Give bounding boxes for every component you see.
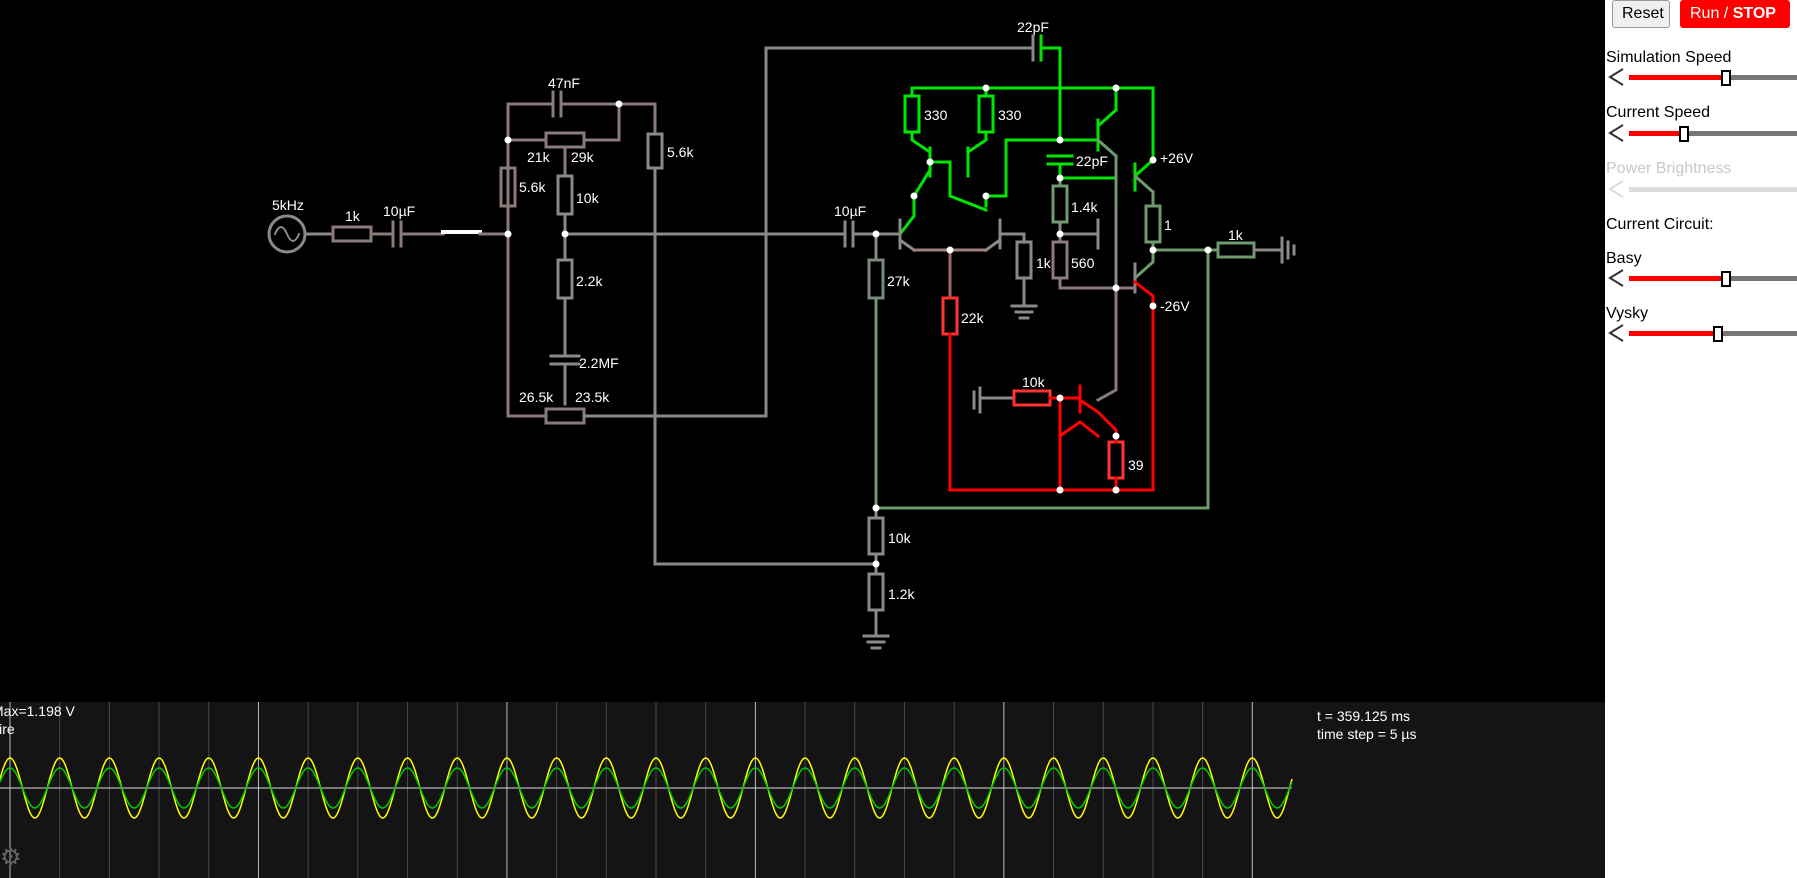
scope-plot — [0, 702, 1293, 878]
slider-thumb[interactable] — [1721, 271, 1732, 287]
label-c-22mf: 2.2MF — [579, 355, 619, 371]
label-vpos: +26V — [1160, 150, 1194, 166]
scope-time: t = 359.125 ms — [1317, 708, 1411, 724]
gear-icon[interactable]: ⚙ — [0, 844, 22, 871]
label-r-56k-right: 5.6k — [667, 144, 694, 160]
resistor-560[interactable] — [1051, 240, 1069, 280]
label-r-10k-mid: 10k — [576, 190, 600, 206]
basy-slider[interactable] — [1605, 268, 1797, 288]
label-c-10uf-mid: 10µF — [834, 203, 866, 219]
chevron-left-icon[interactable] — [1607, 268, 1625, 288]
resistor-1[interactable] — [1144, 204, 1162, 244]
scope-time-step: time step = 5 µs — [1317, 726, 1417, 742]
resistor-1k-gnd[interactable] — [1015, 240, 1033, 280]
power-brightness-label: Power Brightness — [1606, 160, 1732, 177]
resistor-1k4[interactable] — [1051, 184, 1069, 224]
label-source-freq: 5kHz — [272, 197, 304, 213]
chevron-left-icon[interactable] — [1607, 123, 1625, 143]
label-r-39: 39 — [1128, 457, 1144, 473]
label-vneg: -26V — [1160, 298, 1190, 314]
label-r-22k: 22k — [961, 310, 985, 326]
resistor-39[interactable] — [1107, 440, 1125, 480]
sim-speed-slider[interactable] — [1605, 67, 1797, 87]
scope-trace — [0, 767, 1293, 809]
pot-21k-29k[interactable] — [544, 131, 586, 149]
label-c-22pf-mid: 22pF — [1076, 153, 1108, 169]
label-pot-top-a: 21k — [527, 149, 551, 165]
label-r-22k-mid: 2.2k — [576, 273, 603, 289]
label-pot-bot-b: 23.5k — [575, 389, 610, 405]
resistor-10k-fb[interactable] — [867, 516, 885, 556]
resistor-1k-in[interactable] — [331, 225, 373, 243]
run-stop-button[interactable]: Run / STOP — [1680, 0, 1790, 28]
scope-trace — [0, 757, 1293, 819]
label-c-in: 10µF — [383, 203, 415, 219]
stop-label: STOP — [1732, 5, 1776, 22]
label-r-330-b: 330 — [998, 107, 1022, 123]
label-r-330-a: 330 — [924, 107, 948, 123]
resistor-10k-bias[interactable] — [1012, 389, 1052, 407]
resistor-330-a[interactable] — [903, 94, 921, 134]
label-pot-top-b: 29k — [571, 149, 595, 165]
resistor-10k-mid[interactable] — [556, 174, 574, 216]
label-r-1k-out: 1k — [1228, 227, 1244, 243]
input-source[interactable] — [267, 214, 307, 254]
basy-label: Basy — [1606, 250, 1642, 267]
oscilloscope-panel[interactable]: Max=1.198 V wire t = 359.125 ms time ste… — [0, 702, 1605, 878]
label-r-12k-fb: 1.2k — [888, 586, 915, 602]
chevron-left-icon — [1608, 180, 1624, 198]
reset-button[interactable]: Reset — [1612, 0, 1670, 28]
run-label: Run / — [1690, 5, 1733, 22]
label-r-10k-bias: 10k — [1022, 374, 1046, 390]
resistor-27k[interactable] — [867, 258, 885, 300]
sidebar: Reset Run / STOP Simulation Speed Curren… — [1605, 0, 1797, 878]
current-speed-slider[interactable] — [1605, 123, 1797, 143]
power-brightness-slider — [1605, 179, 1797, 199]
label-r-10k-fb: 10k — [888, 530, 912, 546]
chevron-left-icon[interactable] — [1607, 67, 1625, 87]
scope-max-label: Max=1.198 V — [0, 703, 75, 719]
resistor-1k-out[interactable] — [1216, 241, 1256, 259]
label-c-22pf-top: 22pF — [1017, 19, 1049, 35]
chevron-left-icon[interactable] — [1607, 323, 1625, 343]
label-c-47n: 47nF — [548, 75, 580, 91]
vysky-slider[interactable] — [1605, 323, 1797, 343]
slider-thumb[interactable] — [1721, 70, 1732, 86]
circuit-canvas[interactable]: 5kHz 1k 10µF 47nF 5.6k 5.6k 21k 29k 10k … — [0, 0, 1605, 702]
label-r-14k: 1.4k — [1071, 199, 1098, 215]
scope-wire-label: wire — [0, 721, 15, 737]
label-r-1: 1 — [1164, 217, 1172, 233]
resistor-5k6-right[interactable] — [646, 132, 664, 170]
slider-thumb[interactable] — [1679, 126, 1690, 142]
sim-speed-label: Simulation Speed — [1606, 49, 1732, 66]
resistor-2k2[interactable] — [556, 258, 574, 300]
resistor-1k2-fb[interactable] — [867, 572, 885, 612]
label-r-56k-left: 5.6k — [519, 179, 546, 195]
vysky-label: Vysky — [1606, 305, 1649, 322]
pot-26k5-23k5[interactable] — [544, 407, 586, 425]
label-r-560: 560 — [1071, 255, 1095, 271]
label-r-in: 1k — [345, 208, 361, 224]
slider-thumb[interactable] — [1713, 326, 1724, 342]
label-r-27k: 27k — [887, 273, 911, 289]
resistor-330-b[interactable] — [977, 94, 995, 134]
current-circuit-label: Current Circuit: — [1606, 216, 1714, 233]
label-r-1k-gnd: 1k — [1036, 255, 1052, 271]
current-speed-label: Current Speed — [1606, 104, 1711, 121]
label-pot-bot-a: 26.5k — [519, 389, 554, 405]
resistor-22k[interactable] — [941, 296, 959, 336]
